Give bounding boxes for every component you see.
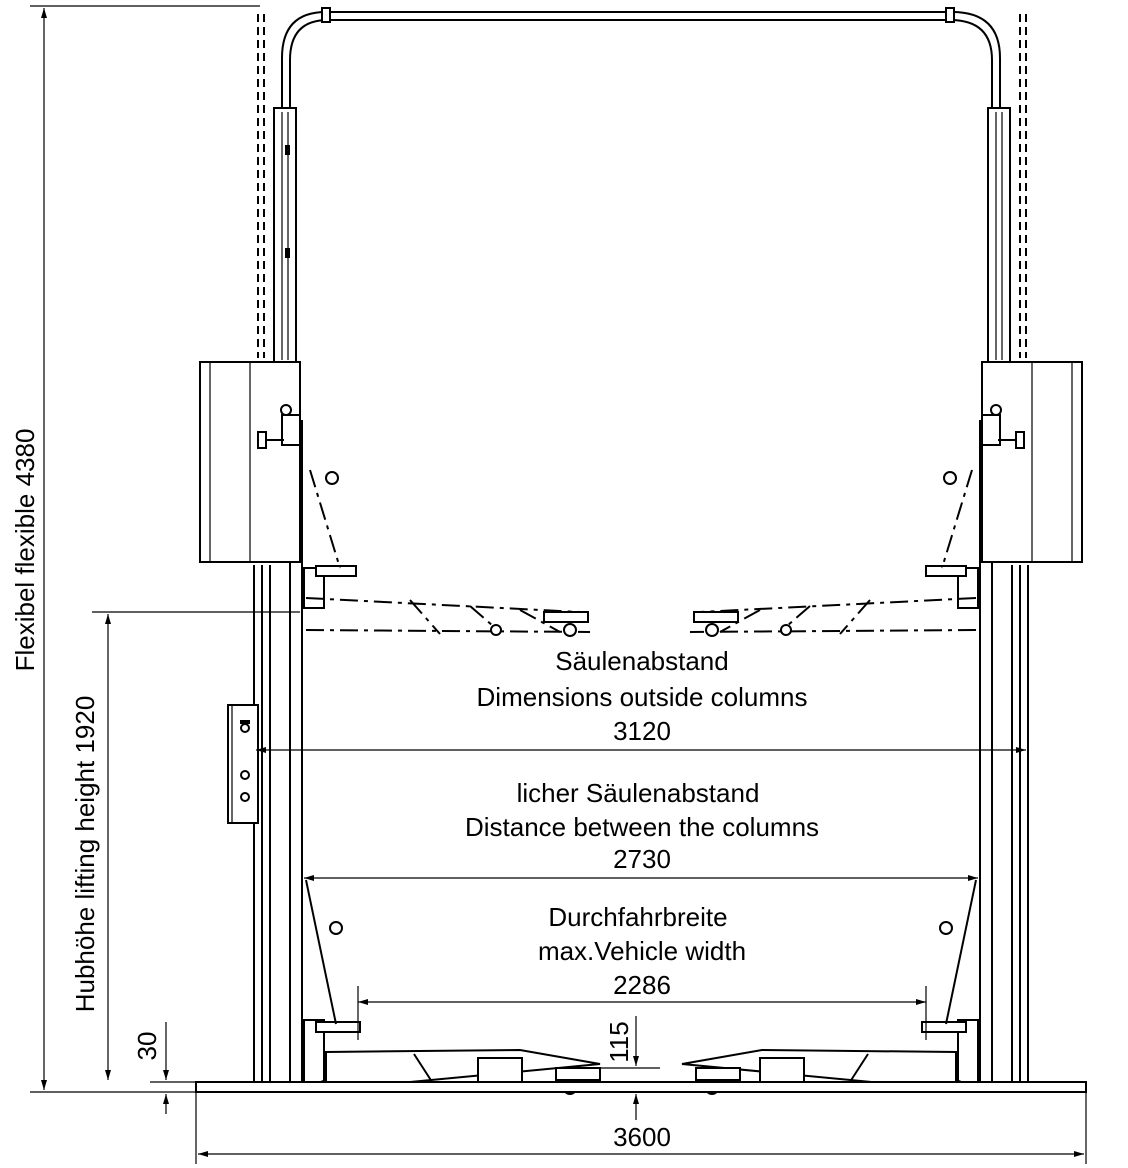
pad-height-label: 115 [604,1021,634,1062]
min-height-label: 30 [132,1032,162,1061]
left-column [199,14,361,1083]
vehicle-width-value: 2286 [613,970,671,1000]
vehicle-width-line1: Durchfahrbreite [548,902,727,932]
between-columns-value: 2730 [613,844,671,874]
lifting-height-label: Hubhöhe lifting height 1920 [70,696,100,1013]
overall-height-label: Flexibel flexible 4380 [10,429,40,672]
raised-arms [305,469,977,637]
outside-columns-line1: Säulenabstand [555,646,728,676]
dimension-labels: Flexibel flexible 4380 Hubhöhe lifting h… [10,429,819,1152]
outside-columns-value: 3120 [613,716,671,746]
dimension-lines [30,5,1087,1164]
overhead-arch [281,7,1001,108]
base-width-value: 3600 [613,1122,671,1152]
between-columns-line2: Distance between the columns [465,812,819,842]
between-columns-line1: licher Säulenabstand [517,778,760,808]
vehicle-width-line2: max.Vehicle width [538,936,746,966]
lift-structure [195,7,1087,1095]
base-plate [195,1081,1087,1093]
outside-columns-line2: Dimensions outside columns [477,682,808,712]
